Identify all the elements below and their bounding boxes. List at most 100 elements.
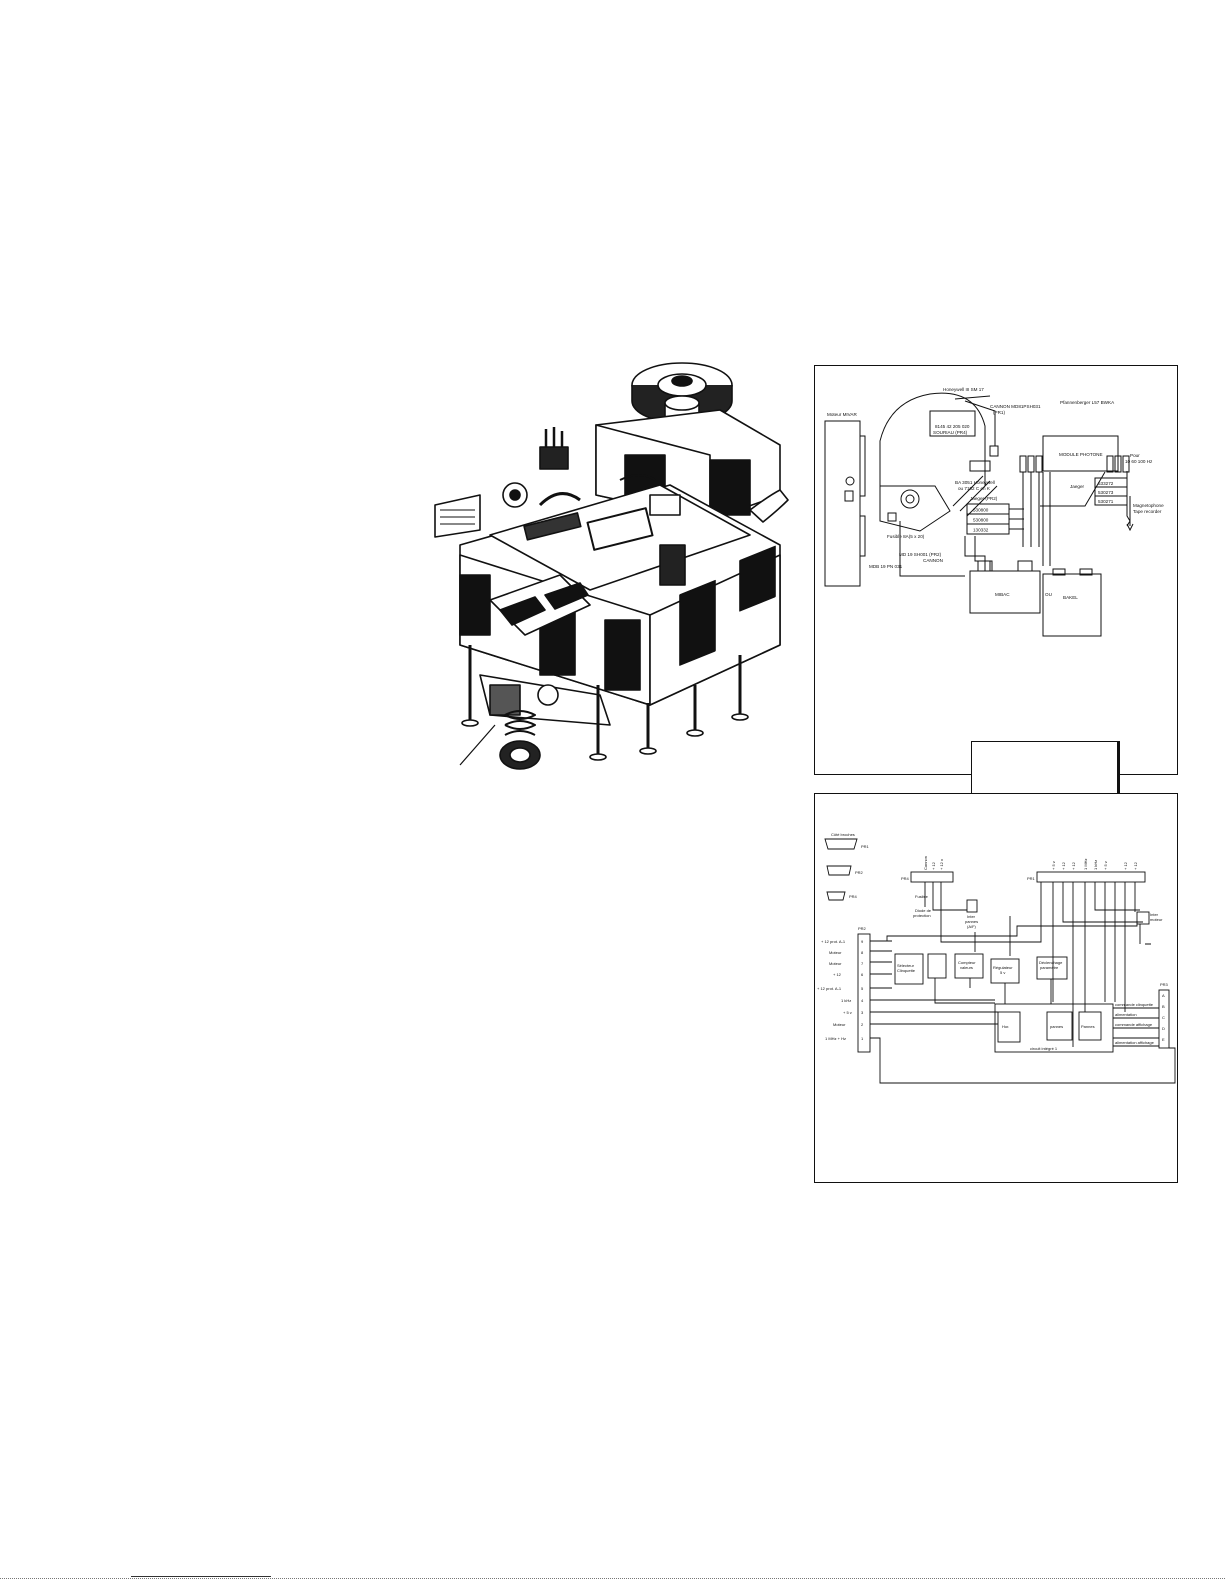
label-magneto-1: Magnetophone	[1133, 503, 1164, 508]
label-pr3: PR3	[1160, 982, 1169, 987]
left-pin-2: 8	[861, 950, 864, 955]
left-pin-3: 7	[861, 961, 864, 966]
top-right-label-6: + 5 v	[1103, 861, 1108, 870]
code-left-3: 130332	[973, 528, 989, 533]
left-label-6: 1 kHz	[841, 998, 851, 1003]
motor-unit-illustration	[420, 345, 800, 790]
code-left-1: 530800	[973, 508, 989, 513]
right-label-1: commande clinquette	[1115, 1002, 1154, 1007]
left-pin-4: 6	[861, 972, 864, 977]
left-label-4: + 12	[833, 972, 842, 977]
label-md19-a: MD 19 SH001 (PR2)	[899, 552, 942, 557]
left-label-5: + 12 prot. A-1	[817, 986, 842, 991]
label-inter-3: (A/F)	[967, 924, 977, 929]
label-motor: Moteur MIVAR	[827, 412, 857, 417]
label-souriau-1: 8145 42 205 020	[935, 424, 970, 429]
label-fusible: Fusible	[915, 894, 929, 899]
top-right-label-1: + 5 v	[1051, 861, 1056, 870]
label-cote-broches: Côté broches	[831, 832, 855, 837]
left-label-8: Moteur	[833, 1022, 846, 1027]
label-selecteur-2: Clinquette	[897, 968, 916, 973]
label-inter-motor-2: moteur	[1150, 917, 1163, 922]
right-pin-c: C	[1162, 1015, 1165, 1020]
right-pin-b: B	[1162, 1004, 1165, 1009]
top-right-label-3: + 12	[1071, 861, 1076, 870]
schematic-panel: Côté broches PR1 PR2 PR4 PR4 PR1 PR2 PR3…	[814, 793, 1178, 1183]
label-block-pannes: pannes	[1050, 1024, 1063, 1029]
top-right-label-4: 1 MHz	[1083, 858, 1088, 870]
top-right-label-5: 1 kHz	[1093, 860, 1098, 870]
left-pin-9: 1	[861, 1036, 864, 1041]
right-pin-d: D	[1162, 1026, 1165, 1031]
label-mibac: MIBAC	[995, 592, 1010, 597]
label-diode-2: protection	[913, 913, 931, 918]
label-regulateur-2: 5 v	[1000, 970, 1005, 975]
label-freq-2: 10 60 100 Hz	[1125, 459, 1153, 464]
left-pin-8: 2	[861, 1022, 864, 1027]
right-label-2: alimentation	[1115, 1012, 1137, 1017]
label-block-hor: Hor.	[1002, 1024, 1009, 1029]
top-right-label-2: + 12	[1061, 861, 1066, 870]
label-declenchage-1: Déclenchage	[1039, 960, 1063, 965]
label-block-pannes-2: Pannes	[1081, 1024, 1095, 1029]
left-pin-5: 5	[861, 986, 864, 991]
label-pr1-icon: PR1	[861, 844, 870, 849]
label-circuit: circuit intégré 1	[1030, 1046, 1058, 1051]
right-pin-a: A	[1162, 993, 1165, 998]
label-freq-1: Pour	[1130, 453, 1140, 458]
code-right-2: 530273	[1098, 490, 1114, 495]
left-label-1: + 12 prot. A-1	[821, 939, 846, 944]
label-fusible: Fusible 8A(5 x 20)	[887, 534, 925, 539]
label-cannon-top-sub: (PR1)	[993, 410, 1005, 415]
code-right-1: 533272	[1098, 481, 1114, 486]
code-left-2: 530800	[973, 518, 989, 523]
label-souriau-2: SOURIAU (PR4)	[933, 430, 968, 435]
label-inter-motor-1: Inter	[1150, 912, 1159, 917]
top-left-label-1: Cannon	[923, 856, 928, 870]
label-bakel: BAKEL	[1063, 595, 1078, 600]
left-pin-7: 3	[861, 1010, 864, 1015]
label-ba-1: BA 3051 Honeywell	[955, 480, 995, 485]
label-ba-2: ou 7102 C en K	[958, 486, 991, 491]
label-cannon-mid: CANNON	[923, 558, 943, 563]
label-pr2-icon: PR2	[855, 870, 864, 875]
label-ou: OU	[1045, 592, 1052, 597]
code-right-3: 530271	[1098, 499, 1114, 504]
left-pin-1: 9	[861, 939, 864, 944]
label-selecteur-1: Sélecteur	[897, 963, 915, 968]
label-cannon-top: CANNON MD81PSH031	[990, 404, 1041, 409]
label-compteur-1: Compteur	[958, 960, 976, 965]
wiring-diagram-panel: Moteur MIVAR Honeywell III SM 17 CANNON …	[814, 365, 1178, 775]
label-md19-b: MDB 19 PN 031	[869, 564, 903, 569]
page-edge-divider	[0, 1578, 1225, 1579]
label-module: MODULE PHOTONE	[1059, 452, 1103, 457]
left-pin-6: 4	[861, 998, 864, 1003]
label-honeywell: Honeywell III SM 17	[943, 387, 984, 392]
label-inter-1: Inter	[967, 914, 976, 919]
label-diode-1: Diode de	[915, 908, 932, 913]
footnote-rule	[131, 1576, 271, 1577]
label-pr1: PR1	[1027, 876, 1036, 881]
label-pfannenberger: Pfannenberger L57 BWKA	[1060, 400, 1115, 405]
label-inter-2: pannes	[965, 919, 978, 924]
left-label-2: Moteur	[829, 950, 842, 955]
left-label-7: + 5 v	[843, 1010, 852, 1015]
left-label-9: 1 MHz + Hz	[825, 1036, 846, 1041]
label-declenchage-2: paramètre	[1040, 965, 1059, 970]
label-pr4: PR4	[901, 876, 910, 881]
right-label-4: alimentation affichage	[1115, 1040, 1155, 1045]
top-left-label-2: + 12	[931, 861, 936, 870]
label-pr2: PR2	[858, 926, 867, 931]
right-label-3: commande affichage	[1115, 1022, 1153, 1027]
label-jaeger-pr2: Jaeger (PR2)	[970, 496, 998, 501]
top-right-label-7: + 12	[1123, 861, 1128, 870]
label-magneto-2: Tape recorder	[1133, 509, 1162, 514]
label-pr4-icon: PR4	[849, 894, 858, 899]
label-jaeger: Jaeger	[1070, 484, 1085, 489]
label-regulateur-1: Régulateur	[993, 965, 1013, 970]
label-compteur-2: valeurs	[960, 965, 973, 970]
left-label-3: Moteur	[829, 961, 842, 966]
top-left-label-3: + 12 v	[939, 859, 944, 870]
top-right-label-8: + 12	[1133, 861, 1138, 870]
right-pin-e: E	[1162, 1037, 1165, 1042]
